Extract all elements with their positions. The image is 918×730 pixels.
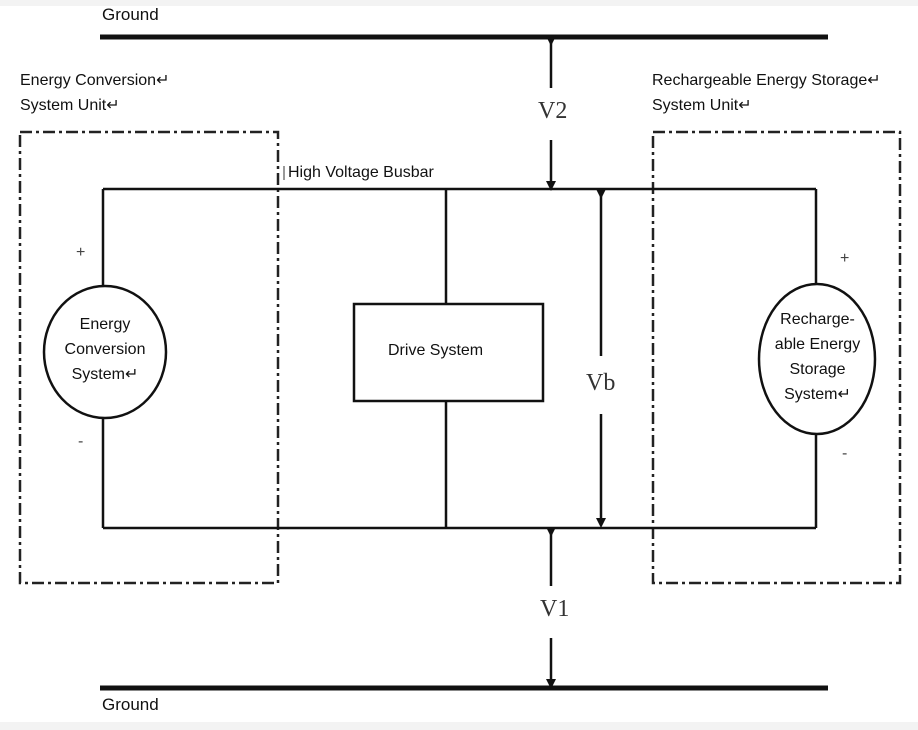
busbar-label: High Voltage Busbar bbox=[288, 164, 434, 181]
right-plus-sign: + bbox=[840, 250, 850, 267]
drive-system-box bbox=[352, 302, 545, 403]
right-unit-box bbox=[651, 130, 902, 585]
v1-label: V1 bbox=[540, 596, 570, 622]
bottom-ground-label: Ground bbox=[102, 695, 159, 714]
v2-label: V2 bbox=[538, 98, 568, 124]
drive-system-label: Drive System bbox=[388, 342, 484, 359]
right-unit-label: Rechargeable Energy Storage↵ System Unit… bbox=[652, 72, 881, 114]
vb-label: Vb bbox=[586, 370, 616, 396]
top-ground-label: Ground bbox=[102, 5, 159, 24]
energy-conversion-source bbox=[42, 284, 168, 420]
energy-storage-source bbox=[757, 282, 877, 436]
right-source-label: Recharge- able Energy Storage System↵ bbox=[774, 311, 861, 403]
left-minus-sign: - bbox=[78, 433, 84, 450]
left-unit-label: Energy Conversion↵ System Unit↵ bbox=[20, 72, 170, 114]
right-minus-sign: - bbox=[842, 445, 848, 462]
left-plus-sign: + bbox=[76, 244, 86, 261]
left-source-label: Energy Conversion System↵ bbox=[64, 316, 146, 383]
left-unit-box bbox=[18, 130, 280, 585]
